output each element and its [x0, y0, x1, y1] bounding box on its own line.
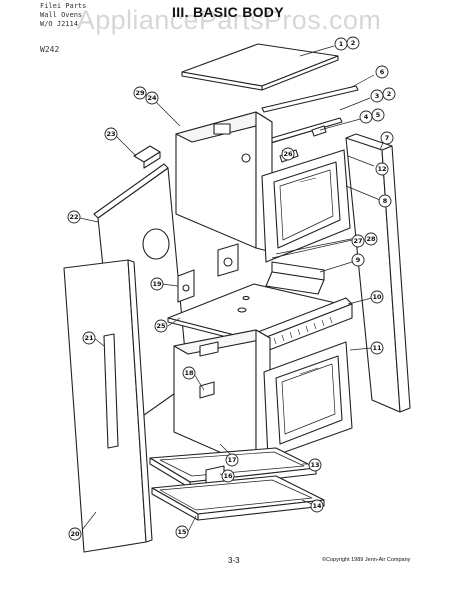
base-rail-14 [151, 475, 325, 521]
callout-15: 15 [177, 528, 187, 536]
callout-5: 5 [376, 111, 381, 119]
callout-26: 26 [283, 150, 293, 158]
callout-14: 14 [312, 502, 322, 510]
callout-17: 17 [227, 456, 236, 464]
callout-27: 27 [353, 237, 362, 245]
callout-7: 7 [385, 134, 390, 142]
channel-9 [265, 261, 325, 295]
clip-4-5 [311, 125, 327, 137]
page-number: 3-3 [228, 556, 240, 565]
diagram-title: III. BASIC BODY [172, 4, 284, 20]
callout-24: 24 [147, 94, 157, 102]
model-number: W242 [40, 45, 60, 54]
callout-20: 20 [70, 530, 80, 538]
callout-25: 25 [156, 322, 166, 330]
hinge-bracket-23 [133, 145, 161, 169]
callout-2b: 2 [387, 90, 392, 98]
callout-6: 6 [380, 68, 385, 76]
top-rails [257, 85, 359, 147]
header-line-2: Wall Ovens [40, 11, 83, 19]
callout-13: 13 [310, 461, 319, 469]
top-panel [181, 43, 339, 91]
callout-19: 19 [152, 280, 162, 288]
upper-oven-liner [175, 111, 273, 253]
lower-front-frame [263, 341, 353, 469]
right-side-panel [345, 133, 411, 413]
callout-11: 11 [372, 344, 382, 352]
callout-16: 16 [223, 472, 233, 480]
callout-1: 1 [339, 40, 344, 48]
callout-12: 12 [377, 165, 386, 173]
callout-4: 4 [364, 113, 369, 121]
header-line-3: W/O J2114 [40, 20, 78, 28]
callout-29: 29 [135, 89, 145, 97]
front-left-panel [63, 259, 153, 553]
callout-28: 28 [366, 235, 376, 243]
header-line-1: Filei Parts [40, 2, 87, 10]
callout-2: 2 [351, 39, 356, 47]
callout-9: 9 [356, 256, 361, 264]
upper-front-frame [261, 149, 351, 263]
callout-22: 22 [69, 213, 78, 221]
copyright-notice: ©Copyright 1989 Jenn-Air Company [322, 557, 411, 563]
watermark: AppliancePartsPros.com [76, 5, 382, 35]
callout-23: 23 [106, 130, 115, 138]
callout-8: 8 [383, 197, 388, 205]
callout-21: 21 [84, 334, 94, 342]
callout-3: 3 [375, 92, 380, 100]
callout-10: 10 [372, 293, 382, 301]
callout-18: 18 [184, 369, 194, 377]
center-bracket [217, 243, 239, 277]
bracket-19 [177, 269, 195, 303]
